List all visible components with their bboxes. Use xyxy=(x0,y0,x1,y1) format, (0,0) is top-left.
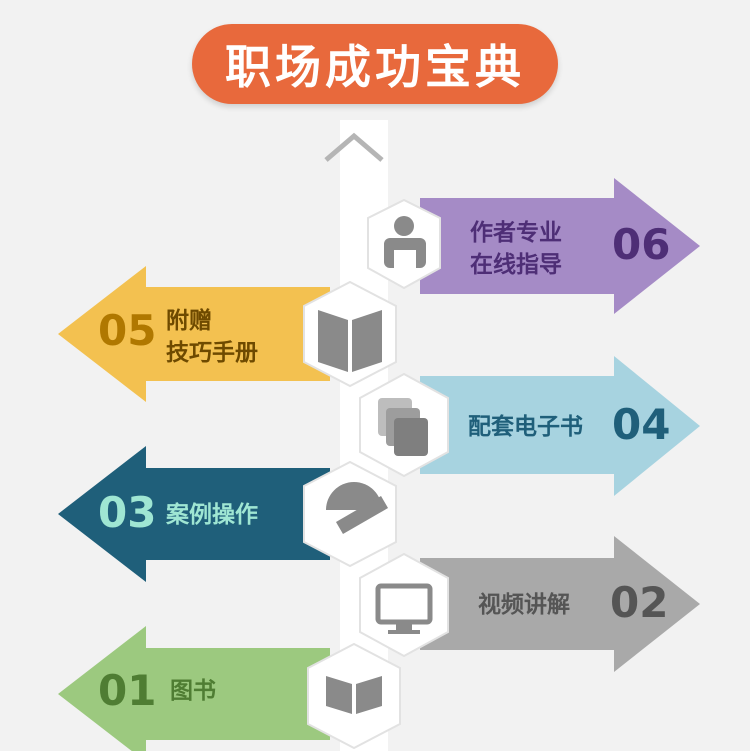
arrow-04 xyxy=(420,356,700,496)
page-title: 职场成功宝典 xyxy=(225,40,525,94)
item-06-line1: 作者专业 xyxy=(470,220,562,246)
item-03-line1: 案例操作 xyxy=(166,502,258,528)
teacher-icon xyxy=(384,216,426,268)
item-04-number: 04 xyxy=(612,400,671,449)
item-06-number: 06 xyxy=(612,220,671,269)
item-02-number: 02 xyxy=(610,578,669,627)
item-05-line1: 附赠 xyxy=(166,308,212,334)
hexagon-01 xyxy=(307,642,401,750)
ebook-stack-icon xyxy=(378,398,428,456)
item-01-line1: 图书 xyxy=(170,678,216,704)
item-05-line2: 技巧手册 xyxy=(166,340,258,366)
title-banner: 职场成功宝典 xyxy=(192,24,558,104)
item-03-number: 03 xyxy=(98,488,157,537)
monitor-icon xyxy=(375,583,433,634)
item-06-line2: 在线指导 xyxy=(470,252,562,278)
item-02-line1: 视频讲解 xyxy=(478,592,570,618)
arrow-03 xyxy=(58,446,330,582)
open-book-icon xyxy=(318,310,382,372)
book-icon xyxy=(326,676,382,714)
item-01-number: 01 xyxy=(98,666,157,715)
arrow-06 xyxy=(420,178,700,314)
arrow-05 xyxy=(58,266,330,402)
item-04-line1: 配套电子书 xyxy=(468,414,583,440)
arrow-02 xyxy=(420,536,700,672)
ruler-protractor-icon xyxy=(326,482,389,535)
hexagon-02 xyxy=(359,552,449,658)
item-05-number: 05 xyxy=(98,306,157,355)
arrow-01 xyxy=(58,626,330,751)
chevron-up-icon xyxy=(324,132,384,162)
